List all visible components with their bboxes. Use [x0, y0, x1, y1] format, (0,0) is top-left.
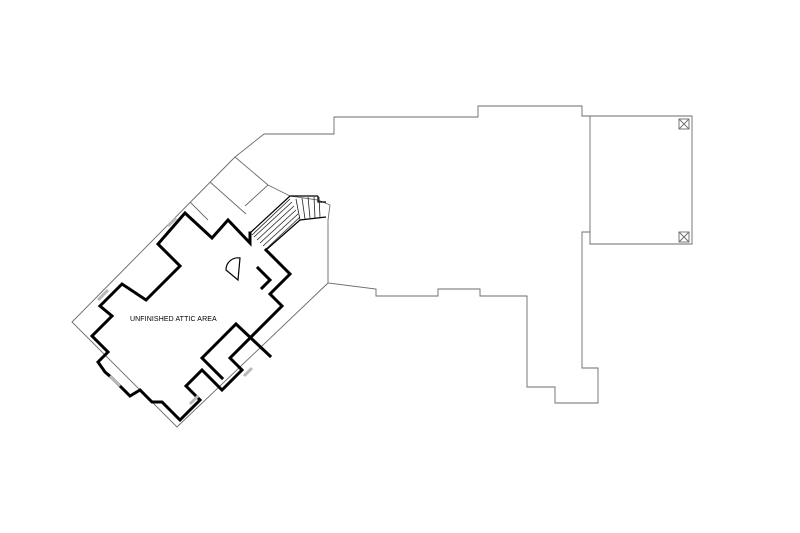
wing-inner-line-2 — [189, 201, 209, 221]
window-5 — [166, 216, 178, 228]
porch-post-bottom — [678, 231, 690, 243]
attic-wall-stub — [255, 265, 273, 291]
window-2 — [108, 374, 122, 388]
staircase — [249, 195, 327, 251]
room-label-attic: UNFINISHED ATTIC AREA — [130, 316, 217, 323]
wing-inner-line-3 — [244, 184, 269, 207]
porch-post-top — [678, 118, 690, 130]
window-1 — [96, 288, 110, 302]
attic-wall-inner — [199, 321, 273, 381]
window-3 — [188, 394, 200, 406]
wing-outline — [71, 156, 329, 428]
window-4 — [242, 366, 254, 378]
door-swing — [225, 257, 241, 282]
wing-inner-line-1 — [209, 181, 247, 215]
attic-walls — [89, 210, 293, 423]
house-outline — [234, 105, 693, 404]
